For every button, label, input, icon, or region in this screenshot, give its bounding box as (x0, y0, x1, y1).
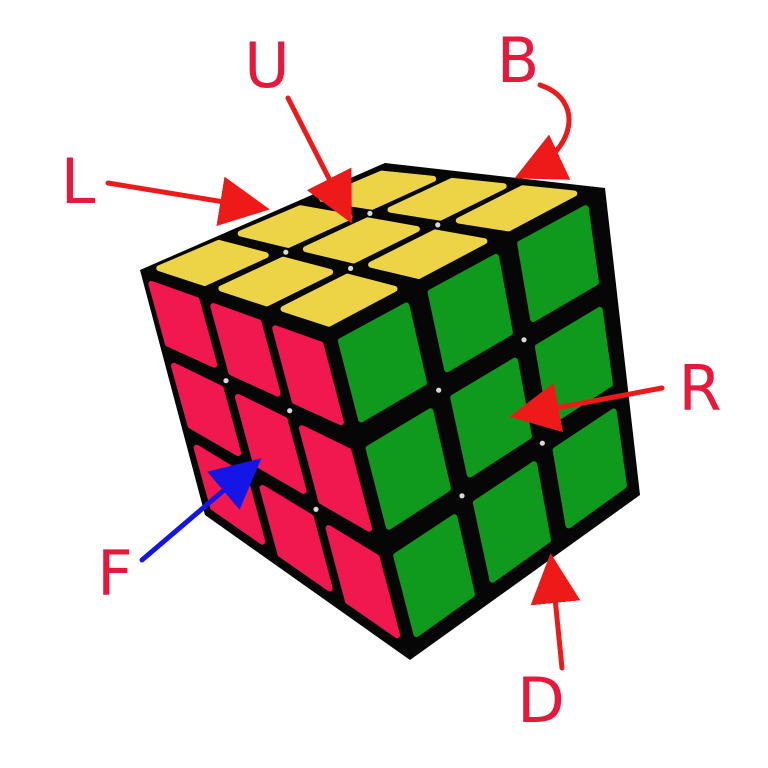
up-face (156, 170, 578, 327)
corner-highlight (521, 337, 527, 343)
corner-highlight (348, 265, 354, 271)
corner-highlight (367, 210, 373, 216)
right-sticker (472, 461, 551, 583)
up-sticker (368, 229, 488, 279)
up-arrow (285, 95, 352, 224)
right-sticker (337, 302, 427, 423)
right-sticker (517, 205, 599, 322)
up-sticker (218, 256, 334, 307)
up-sticker (455, 185, 578, 232)
front-sticker (210, 303, 281, 397)
right-face (337, 205, 627, 638)
front-sticker (298, 425, 372, 532)
front-arrow (139, 458, 262, 563)
corner-highlight (223, 378, 229, 384)
up-sticker (156, 239, 269, 286)
label-r: R (678, 352, 721, 425)
corner-highlight (313, 506, 319, 512)
front-sticker (171, 362, 242, 457)
corner-highlight (539, 440, 545, 446)
corner-highlight (436, 387, 442, 393)
front-face (148, 280, 401, 639)
down-arrow (530, 553, 581, 671)
front-sticker (234, 394, 307, 494)
front-sticker (148, 280, 218, 368)
label-b: B (497, 24, 540, 97)
up-sticker (280, 273, 398, 327)
right-sticker (365, 408, 451, 530)
face-labels: U B L R F D (61, 24, 722, 737)
right-sticker (552, 408, 627, 529)
front-sticker (325, 525, 401, 639)
corner-highlight (287, 408, 293, 414)
front-sticker (272, 325, 344, 426)
right-sticker (427, 253, 513, 373)
up-sticker (302, 217, 420, 264)
up-sticker (387, 177, 507, 221)
right-sticker (393, 514, 475, 638)
label-f: F (97, 537, 133, 610)
label-u: U (244, 29, 289, 102)
label-l: L (61, 145, 96, 218)
left-arrow (105, 176, 270, 227)
corner-highlight (435, 222, 441, 228)
corner-highlight (283, 249, 289, 255)
corner-highlight (459, 493, 465, 499)
label-d: D (517, 664, 565, 737)
right-arrow (509, 382, 665, 433)
back-arrow (514, 82, 572, 180)
front-sticker (259, 484, 333, 592)
arrows (105, 82, 665, 671)
